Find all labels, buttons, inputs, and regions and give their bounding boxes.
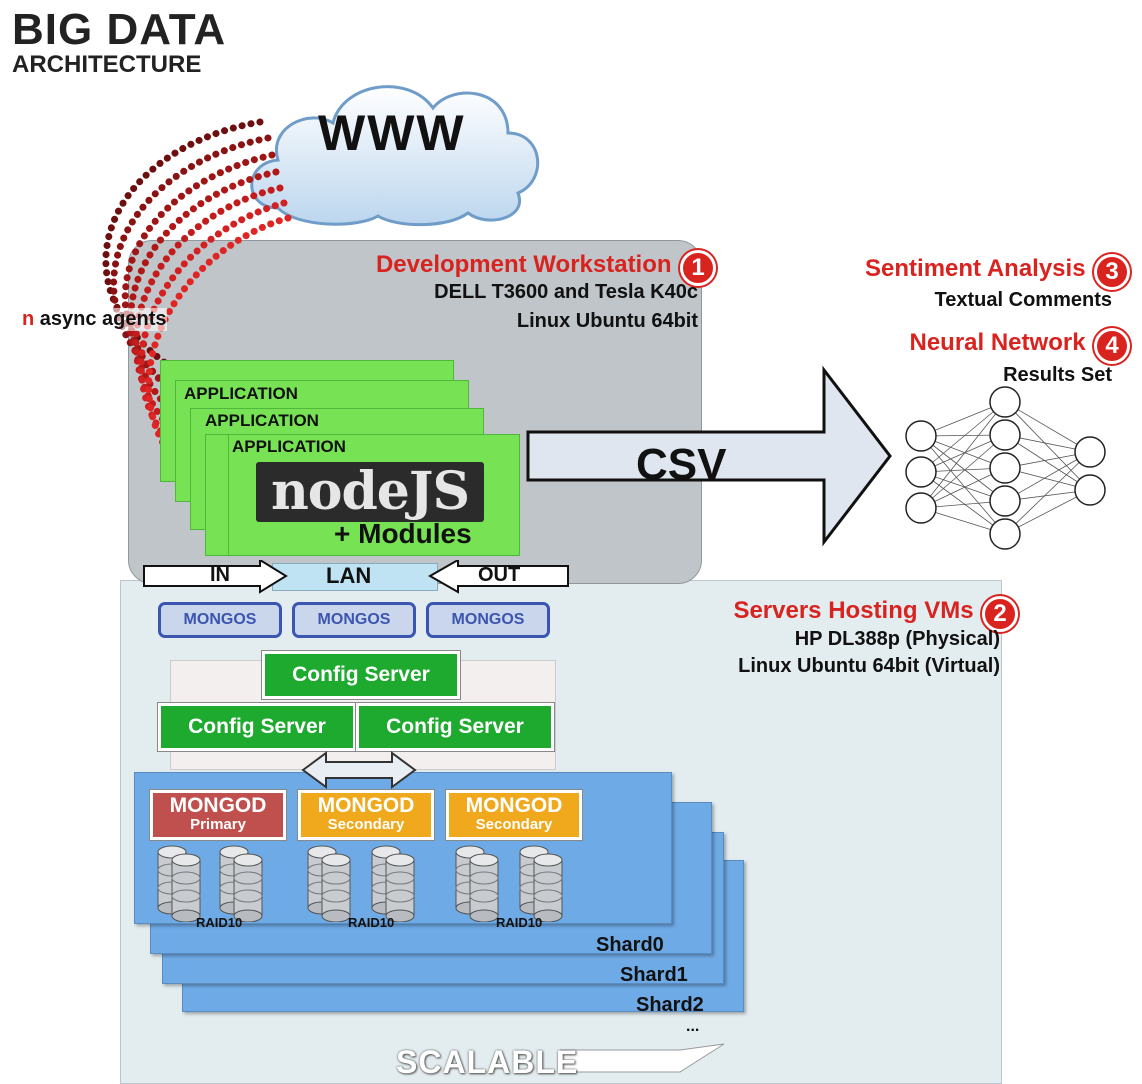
servers-line1: HP DL388p (Physical) [794,628,1000,650]
mongos-router-3: MONGOS [426,602,550,638]
database-icon-4 [371,845,415,922]
config-server-2: Config Server [158,703,356,751]
number-badge-3: 3 [1094,254,1130,290]
workstation-line1: DELL T3600 and Tesla K40c [434,281,698,303]
agents-label: n async agents [22,308,167,331]
application-label-3: APPLICATION [232,437,346,456]
database-icon-2 [219,845,263,922]
csv-arrow-icon [526,365,892,547]
page-subtitle: ARCHITECTURE [12,51,202,78]
neural-title: Neural Network [909,329,1086,357]
mongod-secondary-1-title: MONGOD [317,794,415,817]
shard-label-more: ... [686,1018,700,1035]
scalable-arrow-icon [560,1043,725,1073]
mongod-primary-role: Primary [190,816,246,833]
neural-line1: Results Set [1003,364,1112,386]
application-label-1: APPLICATION [184,384,298,403]
mongod-primary-title: MONGOD [169,794,267,817]
csv-label: CSV [636,440,727,489]
lan-label: LAN [326,563,372,588]
config-server-3: Config Server [356,703,554,751]
sentiment-title-block: Sentiment Analysis 3 [730,254,1130,290]
out-label: OUT [478,564,521,586]
servers-line2: Linux Ubuntu 64bit (Virtual) [738,655,1000,677]
database-icon-1 [157,845,201,922]
raid-label-3: RAID10 [496,915,543,930]
mongos-router-2: MONGOS [292,602,416,638]
scalable-label: SCALABLE [396,1044,579,1080]
nodejs-logo-text: nodeJS [270,461,470,522]
mongos-router-1: MONGOS [158,602,282,638]
in-label: IN [210,564,230,586]
database-disks-group [157,845,563,922]
number-badge-4: 4 [1094,328,1130,364]
nodejs-logo: nodeJS [256,462,484,522]
sentiment-line1: Textual Comments [934,289,1112,311]
modules-label: + Modules [334,518,472,549]
mongod-secondary-1: MONGOD Secondary [298,790,434,840]
database-icon-3 [307,845,351,922]
agents-text: async agents [39,308,167,330]
database-icon-6 [519,845,563,922]
mongod-secondary-1-role: Secondary [327,816,405,833]
workstation-title-block: Development Workstation 1 [296,250,716,286]
shard-label-2: Shard2 [636,994,704,1016]
sentiment-title: Sentiment Analysis [865,255,1086,283]
neural-title-block: Neural Network 4 [730,328,1130,364]
out-arrow-icon [428,560,569,594]
mongod-secondary-2-title: MONGOD [465,794,563,817]
application-label-2: APPLICATION [205,411,319,430]
mongod-secondary-2-role: Secondary [475,816,553,833]
workstation-title: Development Workstation [375,251,672,279]
cloud-icon [250,85,540,227]
agents-count: n [22,308,35,330]
shard-label-0: Shard0 [596,934,664,956]
page-title: BIG DATA [12,5,227,54]
raid-label-2: RAID10 [348,915,395,930]
neural-network-icon [905,386,1106,550]
mongod-secondary-2: MONGOD Secondary [446,790,582,840]
servers-title: Servers Hosting VMs [733,597,974,625]
number-badge-1: 1 [680,250,716,286]
workstation-line2: Linux Ubuntu 64bit [516,310,698,332]
raid-label-1: RAID10 [196,915,243,930]
double-arrow-icon [301,751,417,789]
in-arrow-icon [143,560,288,594]
number-badge-2: 2 [982,596,1018,632]
cloud-label: WWW [318,105,466,161]
shard-label-1: Shard1 [620,964,688,986]
mongod-primary: MONGOD Primary [150,790,286,840]
servers-title-block: Servers Hosting VMs 2 [618,596,1018,632]
database-icon-5 [455,845,499,922]
config-server-1: Config Server [262,651,460,699]
